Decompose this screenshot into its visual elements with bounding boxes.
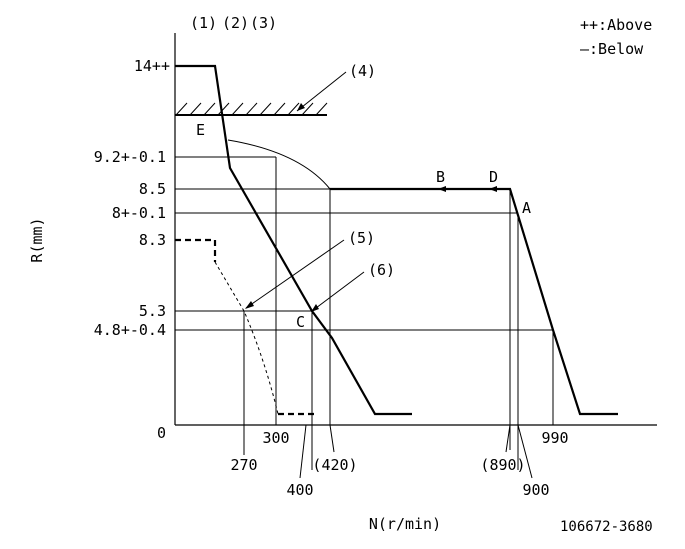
figure-code: 106672-3680: [560, 519, 653, 535]
point-label-a: A: [522, 199, 531, 217]
y-label-8-3: 8.3: [139, 231, 166, 249]
y-label-4-8: 4.8+-0.4: [94, 321, 166, 339]
x-axis-title: N(r/min): [369, 515, 441, 533]
x-label-400: 400: [286, 481, 313, 499]
point-label-e: E: [196, 121, 205, 139]
x-label-900: 900: [522, 481, 549, 499]
x-label-990: 990: [541, 429, 568, 447]
y-label-0: 0: [157, 424, 166, 442]
arrow-6: [311, 304, 319, 312]
dashed-curve-thin: [214, 261, 279, 415]
hatch-marks: [175, 102, 328, 116]
full-load-arc: [227, 139, 331, 190]
y-label-9-2: 9.2+-0.1: [94, 148, 166, 166]
legend-below: —:Below: [580, 40, 644, 58]
y-label-5-3: 5.3: [139, 302, 166, 320]
callout-6-leader: [311, 271, 365, 312]
point-label-d: D: [489, 168, 498, 186]
marker-d: [489, 186, 497, 192]
y-axis-title: R(mm): [28, 217, 46, 262]
x-label-420: (420): [312, 456, 357, 474]
top-label-3: (3): [250, 14, 277, 32]
callout-6: (6): [368, 261, 395, 279]
x-label-270: 270: [230, 456, 257, 474]
callout-4: (4): [349, 62, 376, 80]
leader-890: [505, 424, 511, 453]
dashed-curve-thick: [175, 238, 217, 262]
leader-900: [517, 424, 533, 479]
point-label-b: B: [436, 168, 445, 186]
arrow-4: [297, 103, 305, 111]
top-label-2: (2): [222, 14, 249, 32]
label-leaders: [243, 424, 533, 479]
callout-4-leader: [296, 71, 347, 112]
high-speed-curve: [330, 187, 618, 416]
top-label-1: (1): [190, 14, 217, 32]
x-label-300: 300: [262, 429, 289, 447]
leader-400: [299, 424, 307, 479]
vertical-reference-lines: [243, 157, 554, 470]
callout-arrowheads: [245, 103, 319, 312]
callout-5-leader: [245, 239, 345, 309]
y-label-14: 14++: [134, 57, 170, 75]
marker-b: [438, 186, 446, 192]
y-label-8: 8+-0.1: [112, 204, 166, 222]
stopper-hatch: [175, 102, 328, 116]
point-label-c: C: [296, 313, 305, 331]
callout-leaders: [245, 71, 365, 312]
y-tick-labels: 14++ 9.2+-0.1 8.5 8+-0.1 8.3 5.3 4.8+-0.…: [94, 57, 170, 442]
legend-above: ++:Above: [580, 16, 652, 34]
x-tick-labels: 300 270 (420) 400 (890) 990 900: [230, 429, 568, 499]
callout-5: (5): [348, 229, 375, 247]
y-label-8-5: 8.5: [139, 180, 166, 198]
point-markers: [438, 186, 497, 192]
x-label-890: (890): [480, 456, 525, 474]
leader-420: [329, 424, 335, 453]
arrow-5: [245, 301, 254, 309]
